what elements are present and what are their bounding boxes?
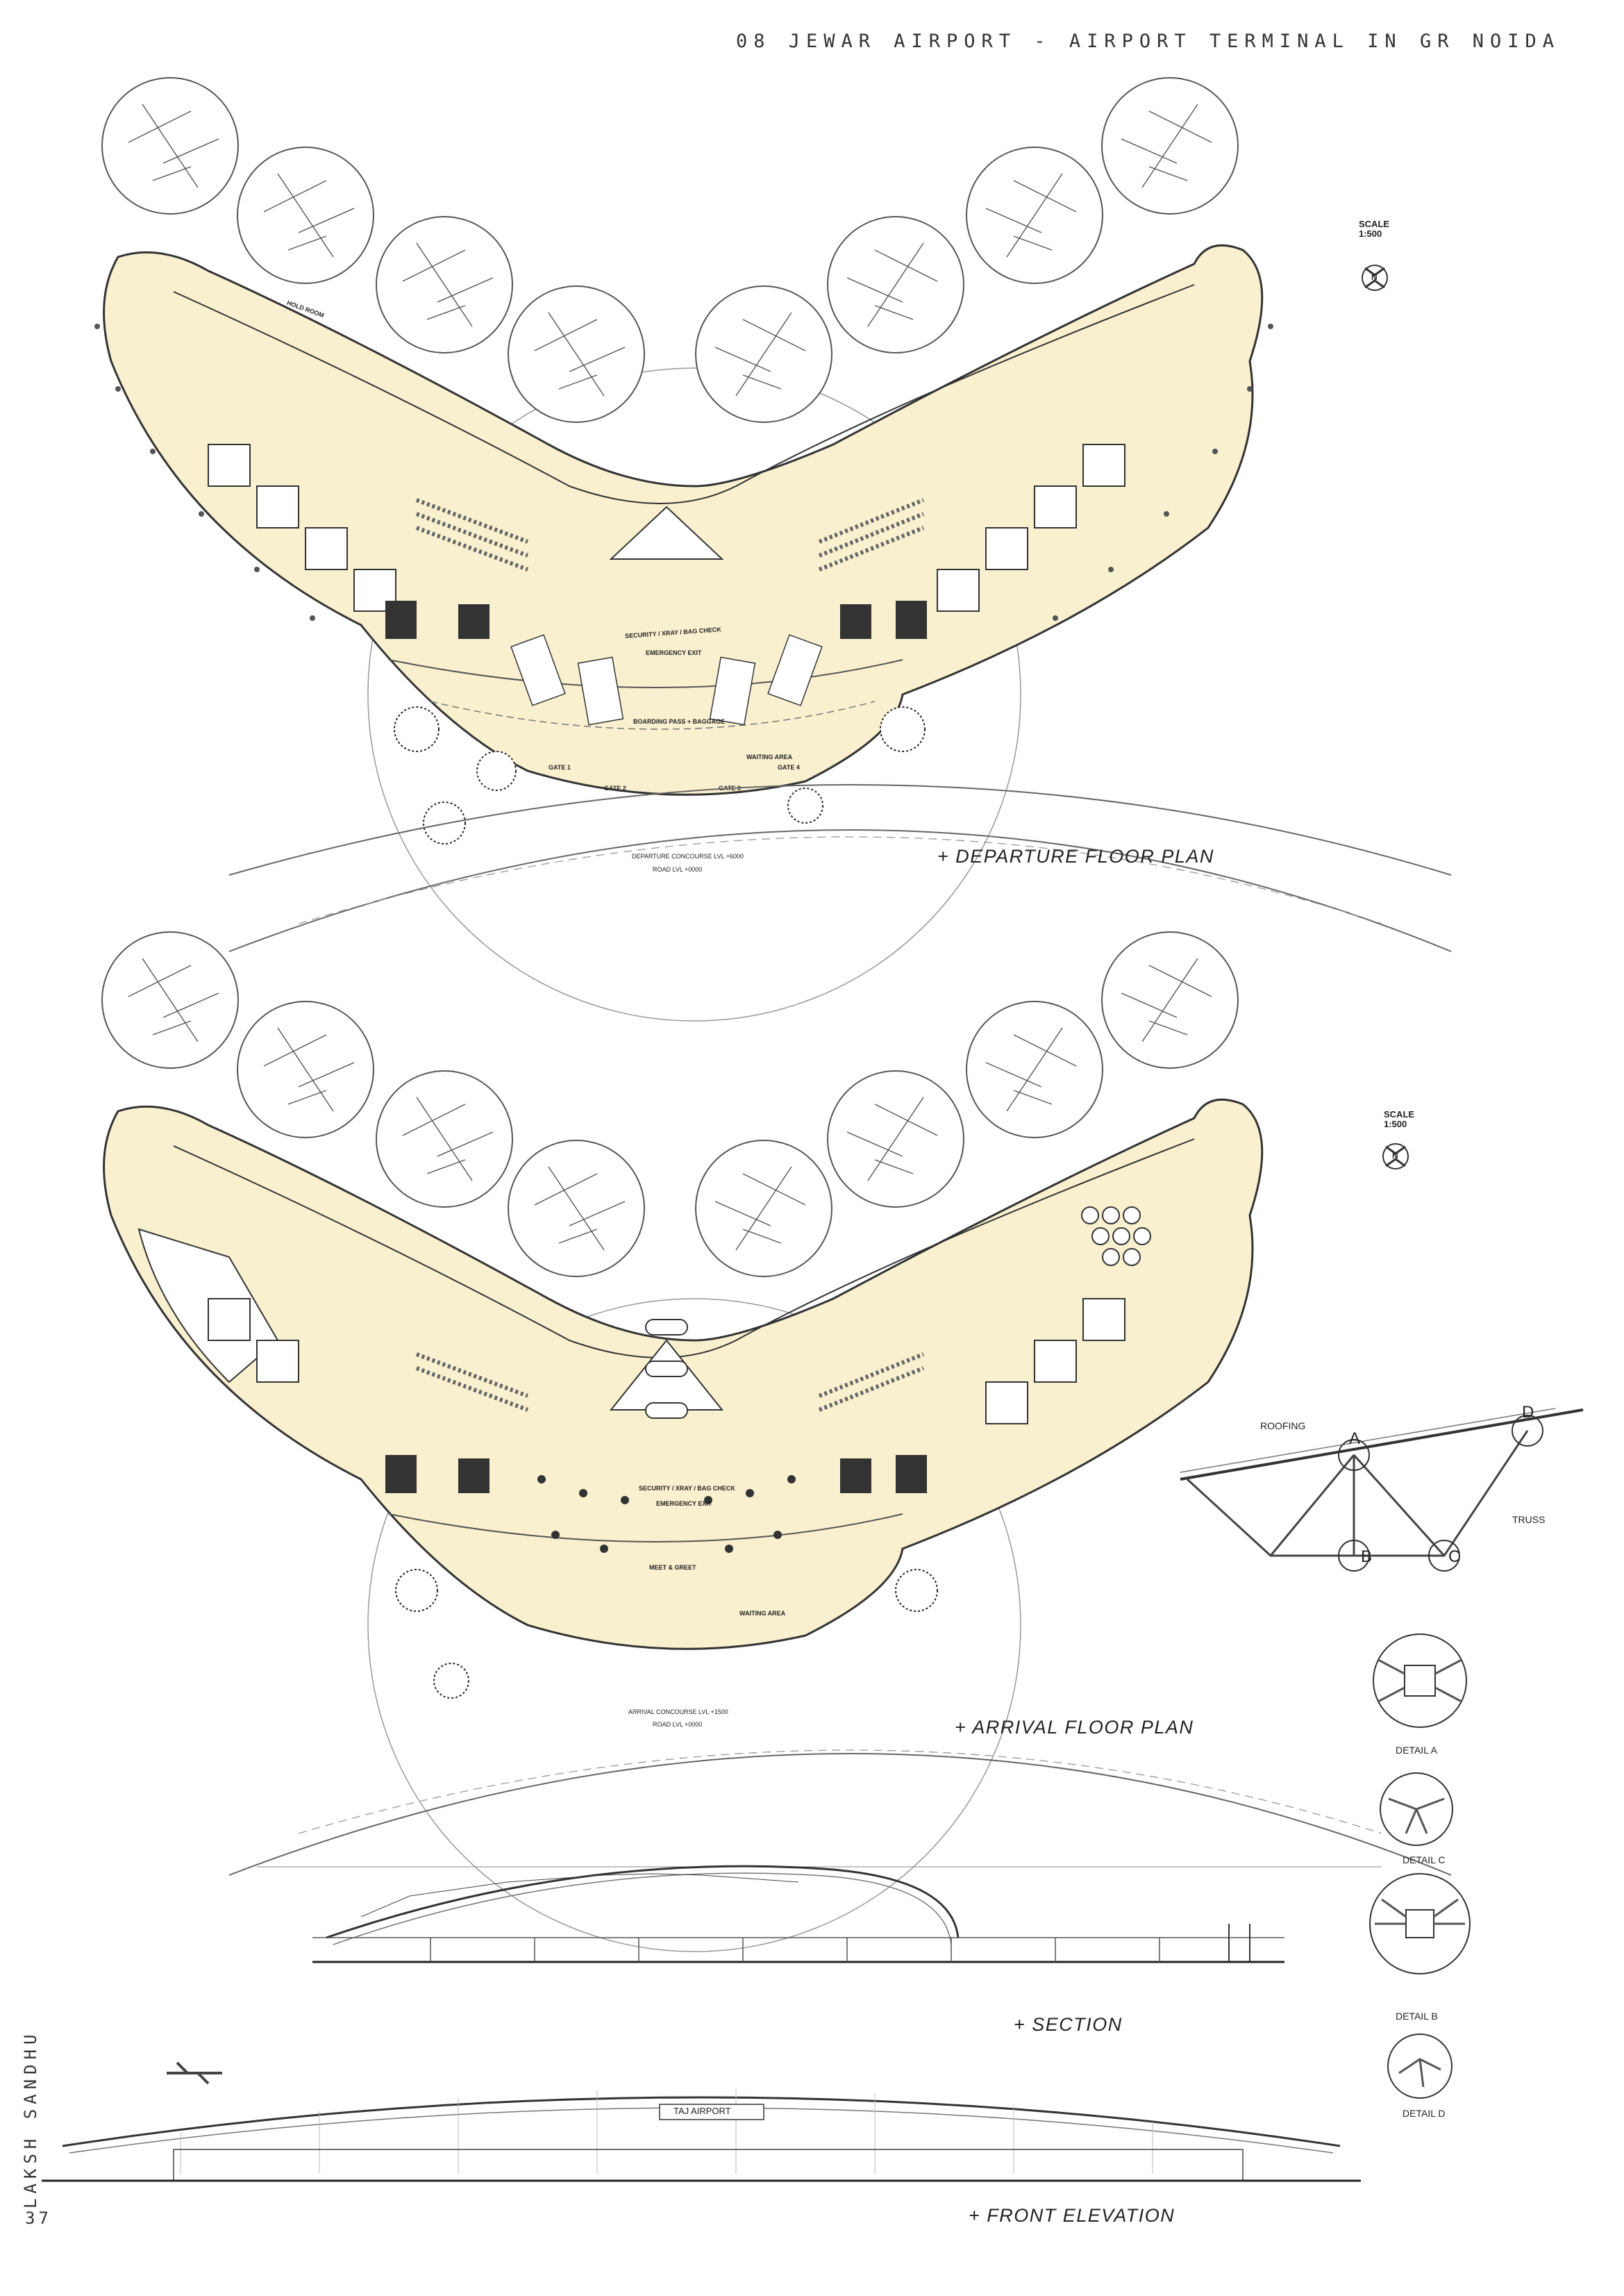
north-arrow-icon	[1382, 1143, 1409, 1170]
arrival-waiting-label: WAITING AREA	[739, 1610, 786, 1617]
truss-node-b: B	[1361, 1547, 1373, 1566]
arrival-scale-value: 1:500	[1384, 1119, 1407, 1129]
tree-icon	[394, 706, 926, 845]
detail-c-drawing	[1380, 1772, 1453, 1846]
detail-a-drawing	[1373, 1633, 1467, 1728]
aircraft-icon	[101, 77, 239, 215]
arrival-curb-label: ARRIVAL CONCOURSE LVL +1500	[628, 1708, 728, 1715]
detail-c-label: DETAIL C	[1403, 1854, 1446, 1865]
aircraft-icon	[508, 1140, 645, 1277]
departure-gate-4: GATE 4	[778, 764, 800, 771]
page-title: 08 JEWAR AIRPORT - AIRPORT TERMINAL IN G…	[735, 31, 1560, 52]
truss-node-a: A	[1349, 1429, 1361, 1448]
arrival-road-label: ROAD LVL +0000	[653, 1721, 703, 1728]
detail-b-label: DETAIL B	[1396, 2011, 1438, 2022]
aircraft-icon	[508, 285, 645, 423]
aircraft-icon	[237, 1001, 374, 1138]
elevation-sign: TAJ AIRPORT	[673, 2106, 731, 2116]
truss-node-c: C	[1448, 1547, 1461, 1566]
aircraft-icon	[237, 147, 374, 284]
departure-curb-label: DEPARTURE CONCOURSE LVL +6000	[632, 853, 744, 860]
departure-emergency-label: EMERGENCY EXIT	[646, 649, 702, 656]
aircraft-icon	[827, 1070, 964, 1208]
departure-boarding-label: BOARDING PASS + BAGGAGE	[633, 718, 726, 725]
page-number: 37	[25, 2208, 52, 2228]
section-drawing	[257, 1865, 1382, 1963]
arrival-scale-label: SCALE	[1384, 1109, 1415, 1120]
aircraft-icon	[1101, 77, 1239, 215]
departure-waiting-label: WAITING AREA	[746, 754, 793, 760]
aircraft-icon	[167, 2061, 222, 2085]
departure-north-letter: N	[1371, 272, 1378, 282]
aircraft-icon	[376, 1070, 513, 1208]
aircraft-icon	[376, 216, 513, 353]
aircraft-icon	[966, 147, 1103, 284]
departure-scale-value: 1:500	[1359, 228, 1382, 239]
aircraft-icon	[101, 931, 239, 1069]
north-arrow-icon	[1362, 265, 1388, 291]
arrival-north-letter: N	[1392, 1151, 1398, 1161]
aircraft-icon	[695, 1140, 832, 1277]
detail-d-label: DETAIL D	[1403, 2108, 1446, 2119]
truss-diagram	[1180, 1408, 1584, 1572]
author-name: LAKSH SANDHU	[21, 2029, 40, 2208]
detail-b-drawing	[1369, 1873, 1471, 1974]
detail-a-label: DETAIL A	[1396, 1745, 1437, 1756]
front-elevation-drawing	[42, 2061, 1361, 2182]
arrival-meet-label: MEET & GREET	[649, 1564, 696, 1571]
arrival-plan-title: + ARRIVAL FLOOR PLAN	[955, 1717, 1194, 1738]
departure-road-label: ROAD LVL +0000	[653, 866, 703, 873]
aircraft-icon	[827, 216, 964, 353]
aircraft-icon	[1101, 931, 1239, 1069]
aircraft-icon	[966, 1001, 1103, 1138]
departure-gate-2: GATE 2	[604, 785, 626, 792]
arrival-floor-plan	[101, 784, 1452, 1952]
departure-scale-label: SCALE	[1359, 219, 1390, 229]
detail-d-drawing	[1387, 2033, 1453, 2099]
front-elevation-title: + FRONT ELEVATION	[969, 2205, 1175, 2226]
departure-gate-1: GATE 1	[549, 764, 571, 771]
section-title: + SECTION	[1014, 2014, 1123, 2035]
departure-plan-title: + DEPARTURE FLOOR PLAN	[937, 846, 1214, 867]
departure-floor-plate	[103, 244, 1264, 796]
arrival-emergency-label: EMERGENCY EXIT	[656, 1500, 712, 1507]
aircraft-icon	[695, 285, 832, 423]
truss-roofing-label: ROOFING	[1260, 1420, 1306, 1431]
departure-floor-plan	[94, 77, 1452, 1022]
truss-node-d: D	[1522, 1403, 1534, 1422]
arrival-security-label: SECURITY / XRAY / BAG CHECK	[639, 1485, 735, 1492]
truss-truss-label: TRUSS	[1512, 1514, 1546, 1525]
